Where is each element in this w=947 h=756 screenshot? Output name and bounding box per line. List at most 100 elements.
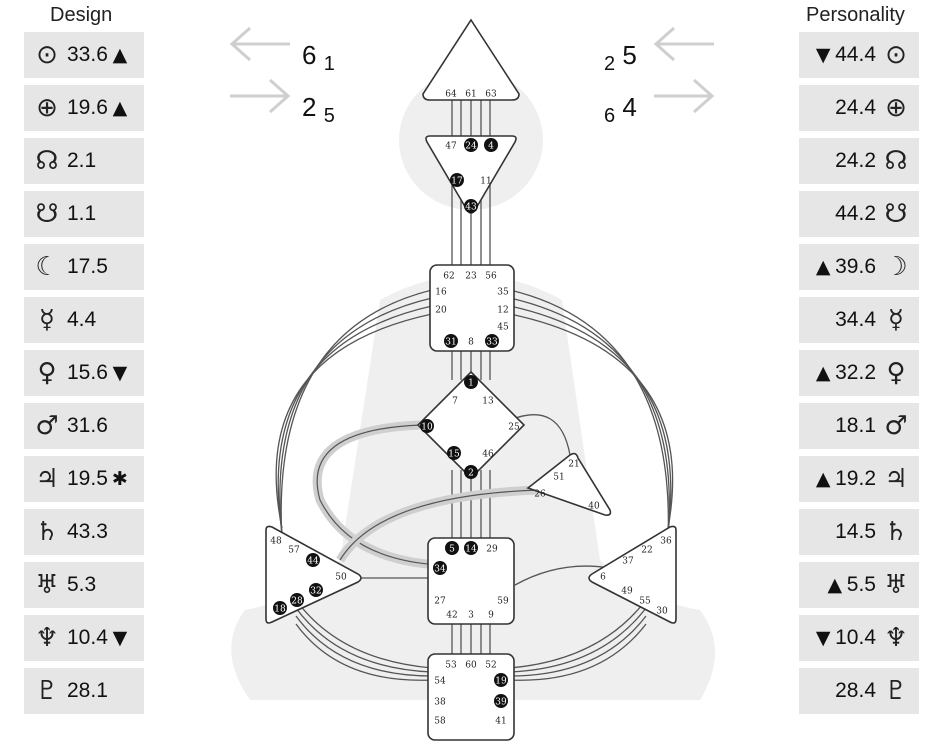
gate-label: 10 (421, 423, 433, 433)
channel-arc (295, 623, 433, 681)
activation-value: 19.6 (67, 96, 108, 119)
south-node-icon: ☋ (35, 199, 59, 229)
moon-icon: ☽ (884, 252, 908, 282)
gate-label: 20 (435, 306, 447, 316)
variable-value: 6 (302, 40, 317, 70)
activation-value: 5.3 (67, 573, 97, 596)
saturn-icon: ♄ (35, 517, 59, 547)
activation-value: 34.4 (835, 308, 876, 331)
fixing-mark: ▼ (815, 627, 831, 649)
design-column: ⊙33.6▲⊕19.6▲☊2.1☋1.1☾17.5☿4.4♀15.6▼♂31.6… (24, 32, 144, 721)
personality-row: 14.5♄ (799, 509, 919, 555)
gate-label: 29 (486, 545, 498, 555)
personality-column: ▼44.4⊙24.4⊕24.2☊44.2☋▲39.6☽34.4☿▲32.2♀18… (799, 32, 919, 721)
gate-label: 59 (497, 597, 509, 607)
north-node-icon: ☊ (35, 146, 59, 176)
personality-row: ▲19.2♃ (799, 456, 919, 502)
gate-label: 25 (508, 423, 520, 433)
gate-label: 33 (486, 338, 498, 348)
active-gate-dot (464, 465, 478, 479)
active-gate-dot (464, 375, 478, 389)
channel-arc (509, 607, 647, 673)
channel-arc (509, 599, 647, 669)
channel-integration-edge (316, 424, 441, 566)
sun-icon: ⊙ (36, 40, 58, 70)
active-gate-dot (444, 334, 458, 348)
root-center (427, 653, 515, 741)
design-row: ♃19.5✱ (24, 456, 144, 502)
activation-value: 44.4 (835, 43, 876, 66)
active-gate-dot (450, 173, 464, 187)
earth-icon: ⊕ (885, 93, 907, 123)
activation-value: 2.1 (67, 149, 97, 172)
arrow-left-icon (229, 26, 290, 62)
channel-heart (509, 414, 571, 456)
design-row: ⊙ 33.6▲ (24, 32, 144, 78)
variable-left-top: 6 1 (302, 40, 335, 76)
personality-row: ▼10.4♆ (799, 615, 919, 661)
activation-value: 28.1 (67, 679, 108, 702)
gate-label: 35 (497, 288, 509, 298)
personality-row: ▲32.2♀ (799, 350, 919, 396)
fixing-mark: ▲ (815, 362, 831, 384)
gate-label: 36 (660, 537, 672, 547)
gate-label: 5 (449, 545, 455, 555)
gate-label: 17 (451, 177, 463, 187)
activation-value: 5.5 (846, 573, 876, 596)
active-gate-dot (464, 541, 478, 555)
gate-label: 32 (310, 587, 321, 597)
variable-value: 4 (622, 92, 637, 122)
gate-label: 3 (468, 611, 474, 621)
gate-label: 6 (600, 573, 606, 583)
activation-value: 24.4 (835, 96, 876, 119)
gate-label: 57 (288, 546, 300, 556)
sun-icon: ⊙ (885, 40, 907, 70)
gate-label: 53 (445, 661, 457, 671)
gate-label: 9 (488, 611, 494, 621)
gate-label: 45 (497, 323, 509, 333)
mercury-icon: ☿ (39, 305, 55, 335)
gate-label: 48 (270, 537, 282, 547)
gate-label: 2 (468, 469, 474, 479)
activation-value: 17.5 (67, 255, 108, 278)
channel-arc (509, 615, 647, 677)
active-gate-dot (309, 583, 323, 597)
gate-label: 60 (465, 661, 477, 671)
gate-label: 27 (434, 597, 446, 607)
channel-arc (295, 615, 433, 677)
variable-right-top: 2 5 (604, 40, 637, 76)
venus-icon: ♀ (886, 358, 906, 388)
gate-label: 14 (465, 545, 477, 555)
fixing-mark: ▼ (112, 627, 128, 649)
channel-arc (295, 599, 433, 669)
gate-label: 54 (434, 677, 446, 687)
activation-value: 4.4 (67, 308, 97, 331)
spleen-center (265, 525, 362, 624)
design-row: ♆10.4▼ (24, 615, 144, 661)
activation-value: 33.6 (67, 43, 108, 66)
gate-label: 28 (291, 597, 303, 607)
personality-row: 24.2☊ (799, 138, 919, 184)
activation-value: 31.6 (67, 414, 108, 437)
gate-label: 58 (434, 717, 446, 727)
mars-icon: ♂ (884, 411, 908, 441)
uranus-icon: ♅ (35, 570, 59, 600)
gate-label: 15 (448, 450, 460, 460)
pluto-icon: ♇ (884, 676, 908, 706)
heart-center (526, 452, 612, 516)
channel-arc (295, 607, 433, 673)
personality-title: Personality (806, 4, 905, 26)
gate-label: 34 (434, 565, 446, 575)
activation-value: 28.4 (835, 679, 876, 702)
gate-label: 16 (435, 288, 447, 298)
gate-label: 56 (485, 272, 497, 282)
gate-label: 26 (534, 490, 546, 500)
arrow-right-icon (654, 78, 715, 114)
gate-label: 37 (622, 557, 634, 567)
variable-right-bottom: 6 4 (604, 92, 637, 128)
fixing-mark: ▲ (112, 44, 128, 66)
activation-value: 14.5 (835, 520, 876, 543)
active-gate-dot (485, 334, 499, 348)
gate-label: 19 (495, 677, 507, 687)
